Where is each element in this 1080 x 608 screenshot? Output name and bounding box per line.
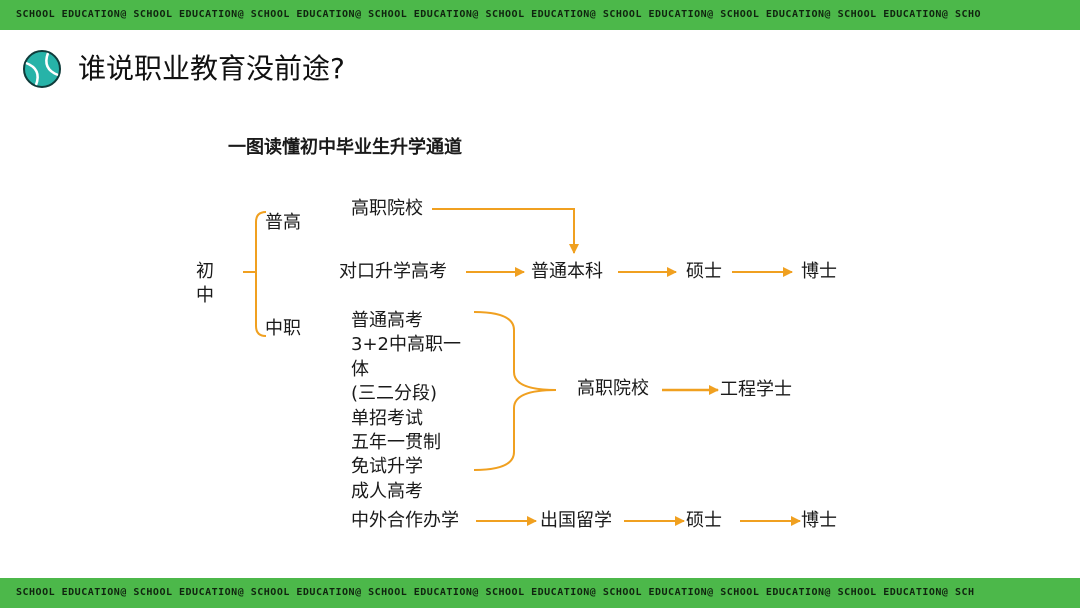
row1-arrow: [432, 208, 579, 254]
list-item: 成人高考: [351, 480, 423, 502]
row3-end: 工程学士: [720, 379, 792, 400]
top-banner-text: SCHOOL EDUCATION@ SCHOOL EDUCATION@ SCHO…: [16, 9, 982, 20]
branch-top-label: 普高: [265, 212, 301, 233]
root-bracket: [255, 211, 267, 337]
page-title: 谁说职业教育没前途?: [78, 52, 345, 85]
list-item: (三二分段): [351, 383, 438, 405]
tennis-ball-icon: [23, 50, 61, 88]
row2-mid: 普通本科: [531, 261, 603, 282]
list-brace: [473, 311, 557, 471]
list-item: 普通高考: [351, 310, 423, 331]
list-item: 3+2中高职一: [351, 334, 461, 356]
row4-mid: 出国留学: [540, 510, 612, 531]
bottom-banner-text: SCHOOL EDUCATION@ SCHOOL EDUCATION@ SCHO…: [16, 587, 975, 598]
list-item: 体: [351, 358, 369, 380]
list-item: 免试升学: [351, 456, 423, 478]
row2-next: 硕士: [686, 261, 722, 282]
row1-start: 高职院校: [351, 198, 423, 219]
list-item: 单招考试: [351, 407, 423, 429]
branch-bottom-label: 中职: [265, 318, 301, 339]
top-banner: SCHOOL EDUCATION@ SCHOOL EDUCATION@ SCHO…: [0, 0, 1080, 30]
row4-next: 硕士: [686, 510, 722, 531]
root-label: 初中: [196, 261, 214, 306]
row4-end: 博士: [801, 510, 837, 531]
row4-start: 中外合作办学: [351, 510, 459, 531]
pathway-list: 普通高考 3+2中高职一 体 (三二分段) 单招考试 五年一贯制 免试升学 成人…: [351, 309, 461, 504]
list-item: 五年一贯制: [351, 432, 441, 454]
row2-start: 对口升学高考: [339, 261, 447, 282]
row2-end: 博士: [801, 261, 837, 282]
row3-target: 高职院校: [577, 378, 649, 399]
bottom-banner: SCHOOL EDUCATION@ SCHOOL EDUCATION@ SCHO…: [0, 578, 1080, 608]
diagram-subtitle: 一图读懂初中毕业生升学通道: [228, 137, 462, 158]
